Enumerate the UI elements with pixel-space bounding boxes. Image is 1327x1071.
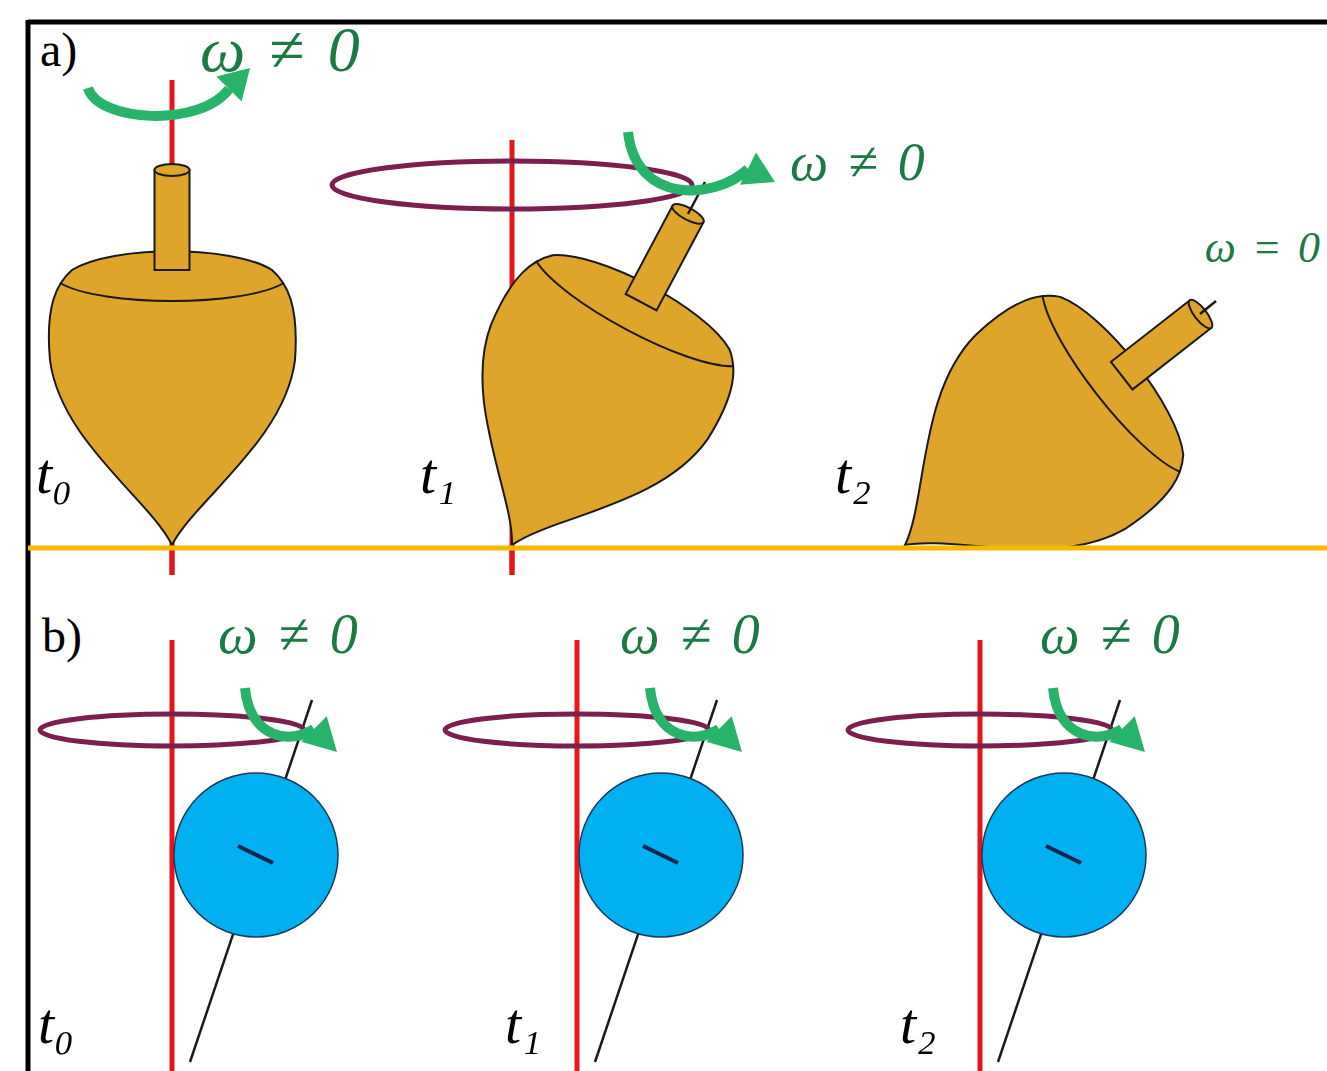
time-label: t₀ [36,441,72,506]
angular-velocity: ω ≠ 0 [200,14,360,85]
time-label: t₀ [38,991,74,1056]
label-holder: b) [42,612,82,660]
label-holder: t₁ [420,445,456,503]
label-holder: ω ≠ 0 [620,606,760,662]
panel-letter: a) [40,23,77,76]
angular-velocity: ω ≠ 0 [218,603,358,665]
angular-velocity: ω ≠ 0 [1040,603,1180,665]
time-label: t₂ [835,441,871,506]
label-holder: ω ≠ 0 [200,18,360,82]
label-holder: t₂ [835,445,871,503]
angular-velocity: ω ≠ 0 [620,603,760,665]
label-holder: a) [40,26,77,74]
label-holder: t₁ [505,995,541,1053]
label-holder: ω ≠ 0 [1040,606,1180,662]
angular-velocity: ω ≠ 0 [790,132,925,192]
label-holder: ω = 0 [1205,226,1320,270]
label-holder: ω ≠ 0 [218,606,358,662]
label-holder: t₀ [38,995,74,1053]
angular-velocity: ω = 0 [1205,223,1320,272]
time-label: t₁ [420,441,456,506]
label-holder: ω ≠ 0 [790,135,925,189]
time-label: t₁ [505,991,541,1056]
label-holder: t₀ [36,445,72,503]
panel-letter: b) [42,609,82,662]
time-label: t₂ [900,991,936,1056]
label-holder: t₂ [900,995,936,1053]
